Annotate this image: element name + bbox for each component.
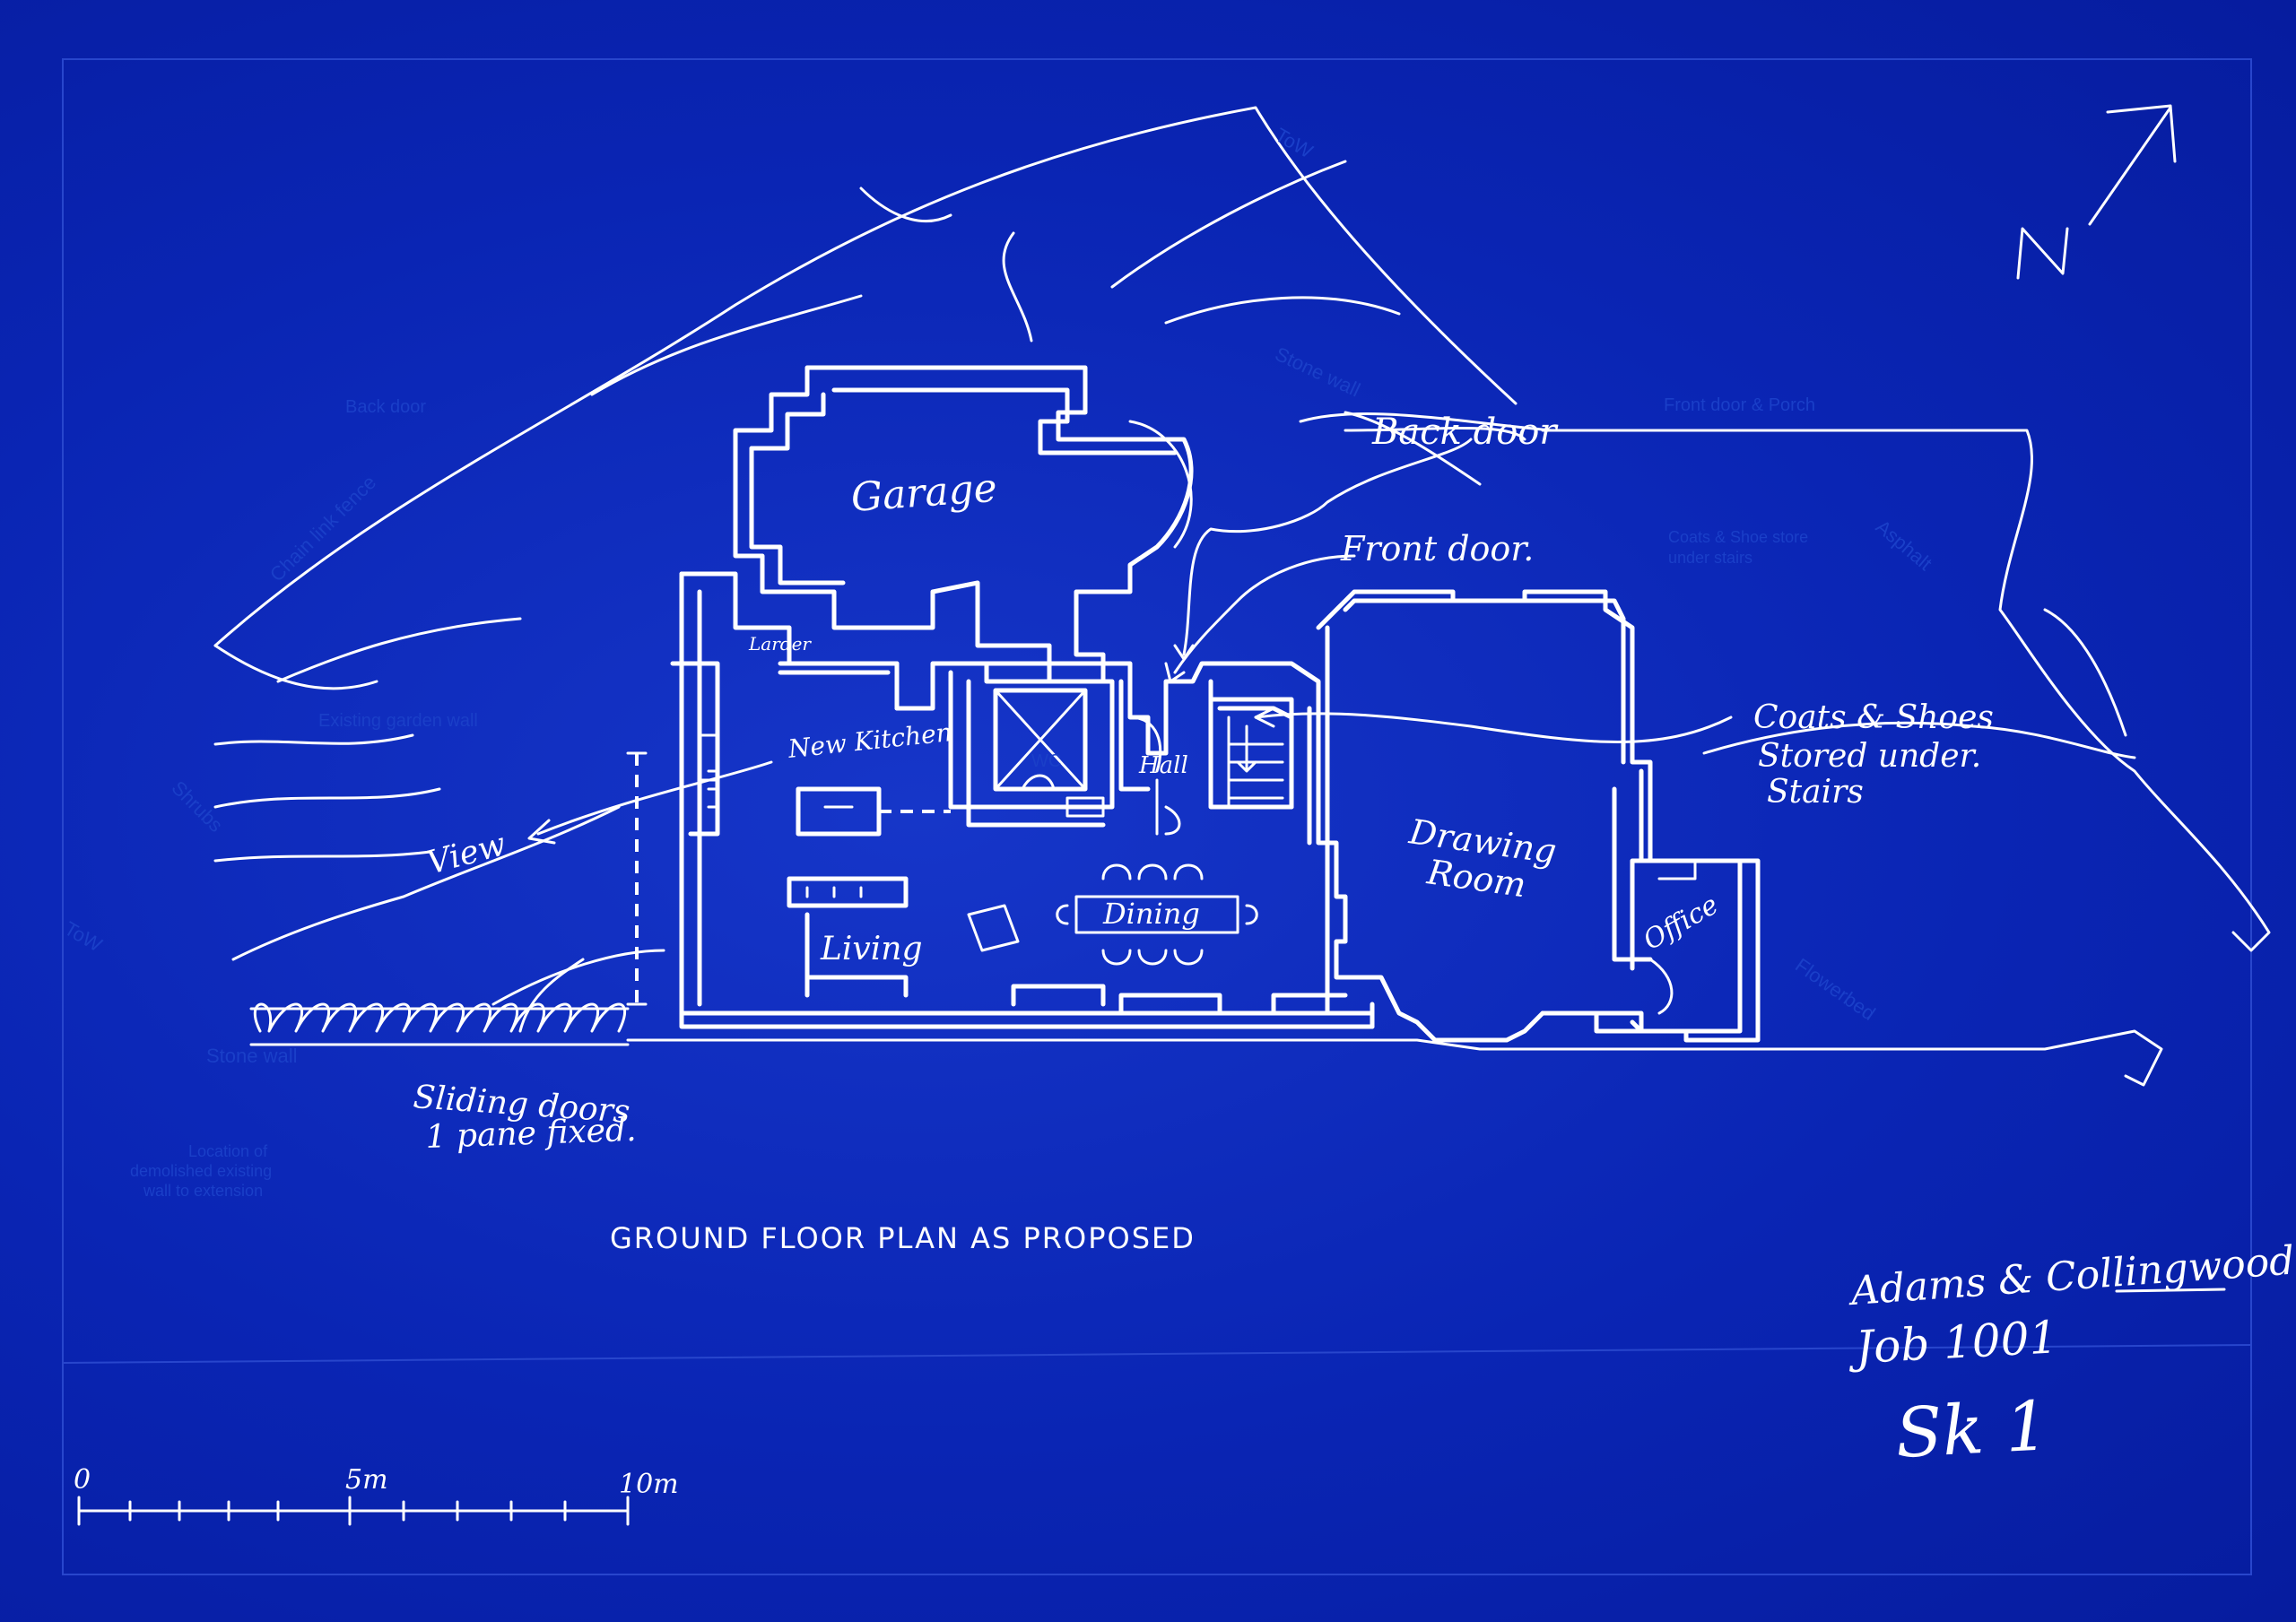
internal-walls [626, 661, 1697, 1015]
house-walls [679, 571, 1761, 1043]
label-coats-3: Stairs [1767, 774, 1864, 811]
garage-walls [733, 365, 1194, 684]
scale-end-label: 10m [619, 1469, 679, 1500]
label-hall: Hall [1138, 752, 1188, 779]
annotation-arrows [518, 438, 1733, 1033]
plan-title: GROUND FLOOR PLAN AS PROPOSED [610, 1221, 1196, 1255]
label-garage: Garage [849, 465, 998, 521]
faint-demolished-1: Location of [188, 1142, 268, 1160]
faint-tow-top: ToW [1272, 124, 1318, 163]
faint-existing-garden: Existing garden wall [318, 711, 478, 731]
faint-flowerbed: Flowerbed [1791, 954, 1879, 1025]
faint-front-porch: Front door & Porch [1664, 395, 1815, 415]
site-boundary [626, 1029, 2163, 1087]
site-contours [213, 106, 2271, 1006]
label-sliding-2: 1 pane fixed. [425, 1112, 637, 1156]
label-view: View [423, 826, 510, 882]
scale-start-label: 0 [74, 1464, 91, 1496]
faint-asphalt: Asphalt [1872, 516, 1936, 575]
faint-tow-left: ToW [61, 917, 107, 957]
scale-mid-label: 5m [345, 1464, 388, 1496]
label-new-kitchen: New Kitchen [786, 717, 953, 764]
north-label-hidden: N. [1999, 284, 2002, 286]
faint-demolished-2: demolished existing [130, 1162, 272, 1180]
label-larder: Larder [748, 633, 812, 655]
label-front-door: Front door. [1340, 529, 1534, 568]
architect-name: Adams & Collingwood [1846, 1238, 2296, 1315]
faint-coats-2: under stairs [1668, 549, 1752, 567]
label-back-door: Back door [1371, 412, 1559, 453]
label-dining: Dining [1102, 897, 1200, 931]
faint-back-door: Back door [345, 397, 426, 417]
faint-stone-wall-left: Stone wall [206, 1045, 298, 1067]
label-coats-1: Coats & Shoes [1753, 699, 1994, 736]
signature-underline [2115, 1288, 2226, 1293]
sheet-border [62, 58, 2252, 1575]
label-coats-2: Stored under. [1758, 738, 1981, 775]
label-living: Living [820, 931, 923, 967]
stone-wall-loops [249, 1002, 630, 1046]
label-wc: WC [1031, 751, 1061, 771]
job-number: Job 1001 [1847, 1311, 2059, 1374]
north-arrow-icon [2016, 104, 2177, 280]
faint-demolished-3: wall to extension [143, 1182, 263, 1200]
faint-line [62, 1344, 2252, 1364]
faint-chain-link: Chain link fence [265, 471, 380, 585]
faint-stone-wall-top: Stone wall [1272, 343, 1364, 402]
faint-coats-1: Coats & Shoe store [1668, 528, 1808, 546]
room-labels: Garage Back door Front door. Larder New … [412, 412, 1993, 1156]
label-office: Office [1639, 889, 1724, 957]
scale-bar: 0 5m 10m [74, 1464, 679, 1526]
sheet-number: Sk 1 [1893, 1385, 2050, 1473]
